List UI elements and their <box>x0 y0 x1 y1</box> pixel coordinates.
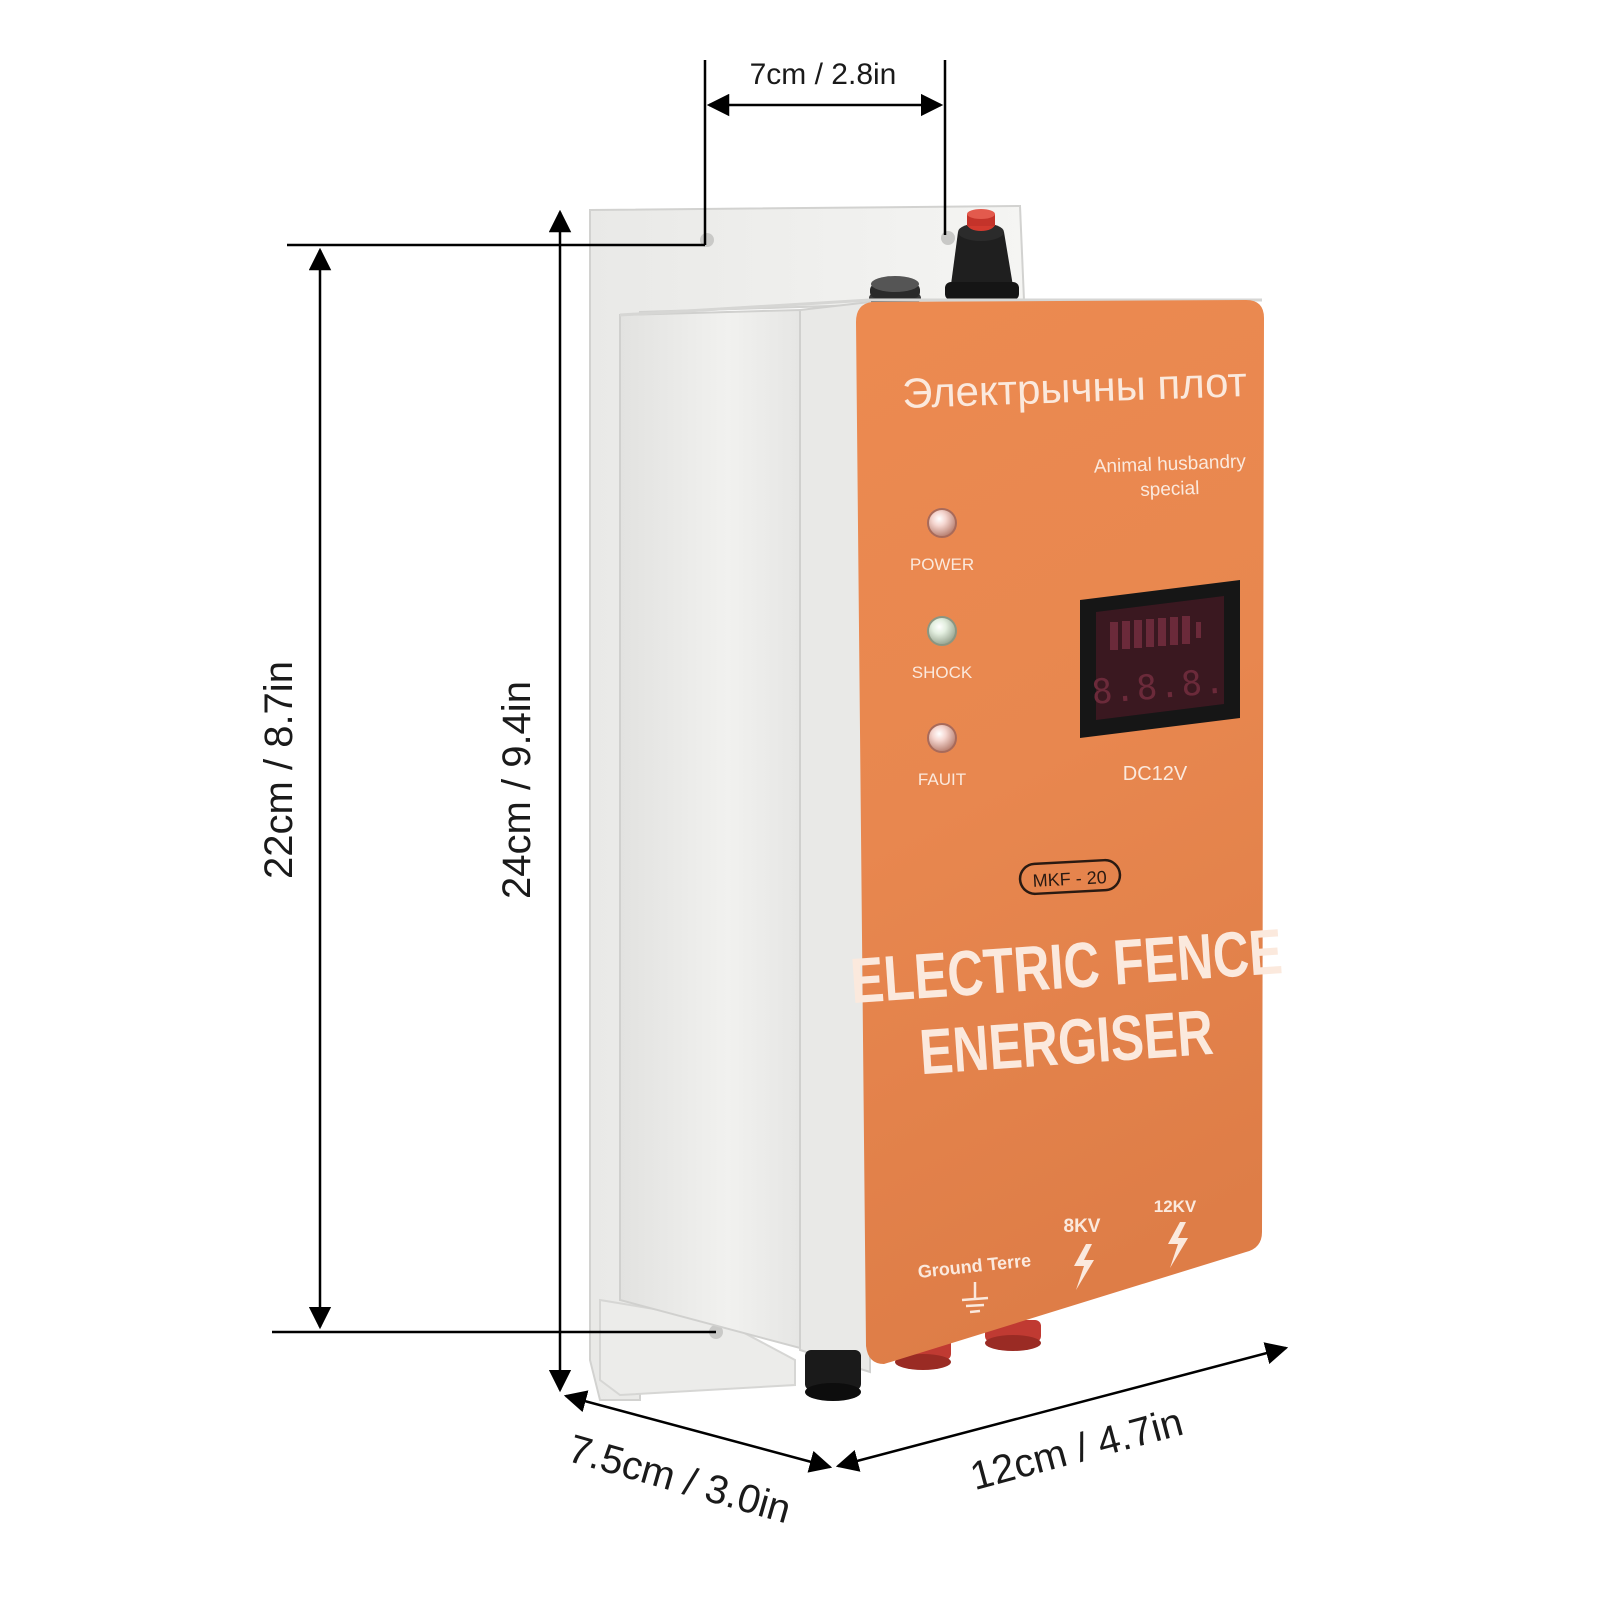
lightning-icon <box>1074 1244 1094 1290</box>
depth-label: 7.5cm / 3.0in <box>563 1427 795 1532</box>
lightning-icon <box>1168 1222 1188 1268</box>
shock-label: SHOCK <box>912 663 973 682</box>
dimension-depth: 7.5cm / 3.0in <box>563 1390 833 1532</box>
fault-label: FAUIT <box>918 770 966 789</box>
power-label: POWER <box>910 555 974 574</box>
dimension-front-width: 12cm / 4.7in <box>835 1342 1289 1499</box>
fault-led <box>927 723 957 753</box>
battery-bars <box>1110 616 1201 650</box>
front-width-label: 12cm / 4.7in <box>966 1400 1188 1499</box>
model-badge: MKF - 20 <box>1018 858 1122 896</box>
front-panel: Электрычны плот Animal husbandry special… <box>848 300 1285 1364</box>
ground-icon <box>961 1282 989 1314</box>
model-label: MKF - 20 <box>1032 867 1107 891</box>
indicator-power: POWER <box>910 508 974 574</box>
ground-terminal[interactable] <box>805 1350 861 1401</box>
power-led <box>927 508 957 538</box>
mounting-hole <box>700 233 714 247</box>
adjust-knob[interactable] <box>945 209 1019 300</box>
voltage-label: DC12V <box>1123 763 1188 785</box>
dimension-inner-height: 24cm / 9.4in <box>495 209 572 1393</box>
dimension-top-width: 7cm / 2.8in <box>703 58 947 245</box>
housing <box>619 298 1262 1374</box>
subtitle-line-2: special <box>1140 478 1200 501</box>
label-12kv: 12KV <box>1154 1197 1197 1216</box>
dimension-left-height: 22cm / 8.7in <box>257 243 716 1334</box>
inner-height-label: 24cm / 9.4in <box>495 681 539 899</box>
shock-led <box>927 616 957 646</box>
indicator-fault: FAUIT <box>918 723 966 789</box>
left-height-label: 22cm / 8.7in <box>257 661 301 879</box>
label-8kv: 8KV <box>1064 1216 1101 1237</box>
indicator-shock: SHOCK <box>912 616 973 682</box>
mounting-hole <box>941 231 955 245</box>
battery-display: 8.8.8. <box>1080 580 1240 738</box>
top-width-label: 7cm / 2.8in <box>750 58 897 91</box>
